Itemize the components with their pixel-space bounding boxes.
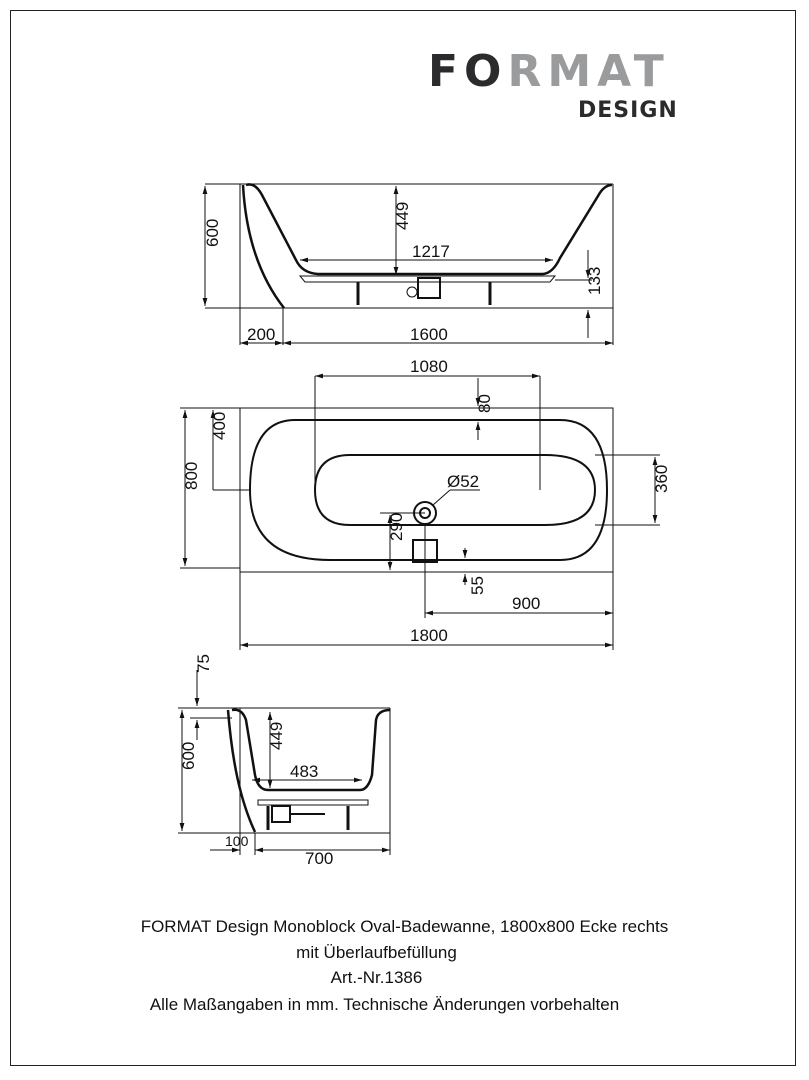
dim-end-bottom-width: 483 xyxy=(290,762,318,781)
logo-subtitle: DESIGN xyxy=(578,98,678,123)
format-design-logo: FORMAT DESIGN xyxy=(428,50,677,124)
end-view xyxy=(178,670,391,855)
caption-title: FORMAT Design Monoblock Oval-Badewanne, … xyxy=(140,917,669,936)
logo-text-light: RMAT xyxy=(507,46,670,97)
dim-end-depth: 449 xyxy=(267,722,286,750)
dim-plan-inner-length: 1080 xyxy=(410,357,448,376)
dim-plan-drain-position: 900 xyxy=(512,594,540,613)
dim-end-height: 600 xyxy=(179,742,198,770)
dim-plan-half-width: 400 xyxy=(210,412,229,440)
plan-view xyxy=(180,373,660,650)
dim-plan-drain-diameter: Ø52 xyxy=(447,472,479,491)
caption-disclaimer: Alle Maßangaben in mm. Technische Änderu… xyxy=(149,995,620,1014)
dim-side-bottom-length: 1217 xyxy=(412,242,450,261)
dim-side-length: 1600 xyxy=(410,325,448,344)
side-view xyxy=(202,183,614,346)
caption-subtitle: mit Überlaufbefüllung xyxy=(296,943,457,962)
dim-end-rim: 75 xyxy=(194,654,213,673)
dim-plan-overflow-offset: 55 xyxy=(468,576,487,595)
caption-article-number: Art.-Nr.1386 xyxy=(330,968,423,987)
logo-text-dark: FO xyxy=(428,46,508,97)
dim-side-foot-height: 133 xyxy=(585,267,604,295)
dim-plan-drain-offset: 290 xyxy=(387,513,406,541)
dim-side-height: 600 xyxy=(203,219,222,247)
dim-plan-rim: 80 xyxy=(475,394,494,413)
dim-end-offset: 100 xyxy=(225,833,249,849)
dim-end-width: 700 xyxy=(305,849,333,868)
dim-plan-width: 800 xyxy=(182,462,201,490)
dim-side-offset: 200 xyxy=(247,325,275,344)
dim-plan-length: 1800 xyxy=(410,626,448,645)
dim-side-depth: 449 xyxy=(393,202,412,230)
dim-plan-inner-width: 360 xyxy=(652,465,671,493)
drawing-frame xyxy=(10,10,796,1066)
